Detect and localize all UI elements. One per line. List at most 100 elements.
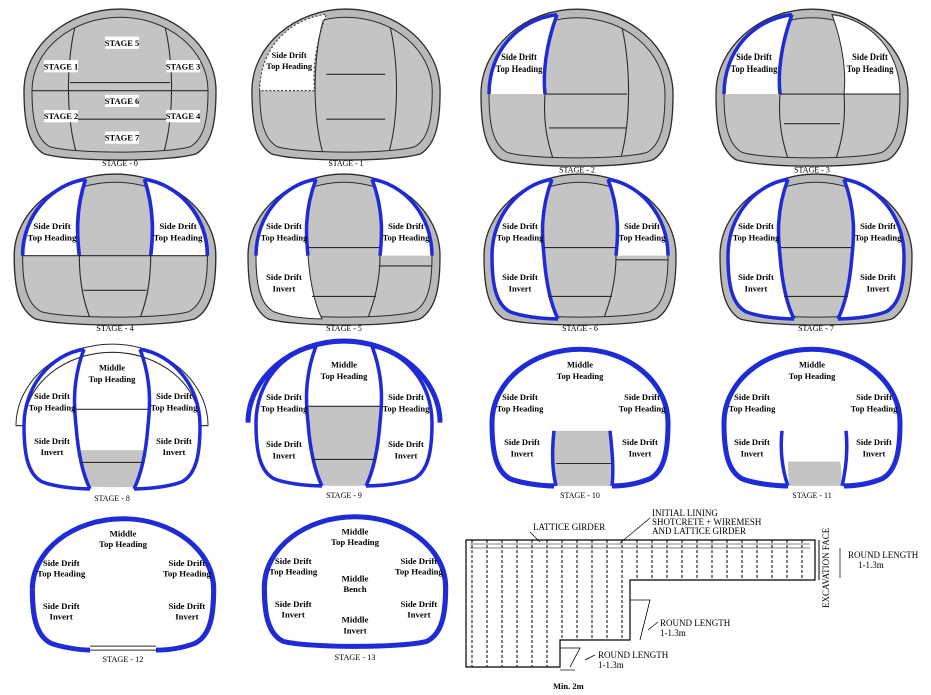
label-top-heading: Top Heading [331, 537, 380, 547]
label-side-drift: Side Drift [156, 436, 192, 446]
label-side-drift: Side Drift [736, 52, 772, 62]
stage-number-labels: STAGE 5 STAGE 1 STAGE 3 STAGE 6 STAGE 2 … [44, 36, 201, 144]
stage-13: Middle Top Heading Side Drift Top Headin… [261, 514, 449, 662]
label-top-heading: Top Heading [789, 371, 836, 381]
label-invert: Invert [273, 450, 296, 460]
caption-stage-11: STAGE - 11 [792, 491, 831, 500]
label-side-drift: Side Drift [275, 556, 312, 566]
label-side-drift: Side Drift [266, 272, 302, 282]
caption-stage-3: STAGE - 3 [794, 165, 830, 174]
label-top-heading: Top Heading [383, 403, 430, 413]
label-side-drift: Side Drift [33, 221, 70, 231]
label-side-drift: Side Drift [624, 392, 660, 402]
label-side-drift: Side Drift [275, 599, 312, 609]
stage-6: Side Drift Top Heading Side Drift Top He… [483, 173, 677, 333]
stage-1: Side Drift Top Heading STAGE - 1 [251, 8, 441, 168]
label-top-heading: Top Heading [619, 403, 666, 413]
label-side-drift: Side Drift [502, 392, 538, 402]
caption-stage-9: STAGE - 9 [326, 491, 362, 500]
label-side-drift: Side Drift [502, 272, 538, 282]
label-round-length-value: 1-1.3m [660, 628, 686, 638]
label-top-heading: Top Heading [154, 232, 204, 242]
label-middle: Middle [99, 363, 125, 373]
caption-stage-12: STAGE - 12 [103, 655, 144, 664]
label-round-length: ROUND LENGTH [848, 550, 919, 560]
label-side-drift: Side Drift [734, 437, 770, 447]
label-top-heading: Top Heading [89, 374, 136, 384]
label-invert: Invert [863, 448, 886, 458]
caption-stage-6: STAGE - 6 [562, 324, 598, 333]
label-lattice-girder: LATTICE GIRDER [533, 522, 605, 532]
label-bench: Bench [343, 584, 367, 594]
label-stage-3: STAGE 3 [166, 61, 201, 71]
label-side-drift: Side Drift [266, 439, 302, 449]
label-side-drift: Side Drift [502, 221, 538, 231]
label-top-heading: Top Heading [497, 232, 544, 242]
label-side-drift: Side Drift [856, 437, 892, 447]
label-side-drift: Side Drift [388, 221, 424, 231]
caption-stage-1: STAGE - 1 [328, 159, 363, 168]
label-lattice-girder-lining: AND LATTICE GIRDER [652, 526, 746, 536]
label-top-heading: Top Heading [497, 403, 544, 413]
label-invert: Invert [282, 610, 305, 620]
label-top-heading: Top Heading [731, 64, 778, 74]
stage-0: STAGE 5 STAGE 1 STAGE 3 STAGE 6 STAGE 2 … [23, 8, 217, 168]
label-side-drift: Side Drift [738, 221, 774, 231]
label-top-heading: Top Heading [847, 64, 894, 74]
label-side-drift: Side Drift [734, 392, 770, 402]
label-top-heading: Top Heading [37, 569, 86, 579]
label-side-drift: Side Drift [43, 558, 80, 568]
label-side-drift: Side Drift [388, 439, 424, 449]
caption-stage-5: STAGE - 5 [326, 324, 362, 333]
label-side-drift: Side Drift [266, 392, 302, 402]
label-side-drift: Side Drift [852, 52, 888, 62]
caption-stage-4: STAGE - 4 [96, 324, 134, 333]
label-side-drift: Side Drift [169, 601, 206, 611]
label-side-drift: Side Drift [622, 437, 658, 447]
label-invert: Invert [175, 612, 198, 622]
label-middle: Middle [342, 615, 369, 625]
label-side-drift: Side Drift [272, 50, 307, 60]
stage-11: Middle Top Heading Side Drift Top Headin… [721, 346, 903, 500]
label-stage-7: STAGE 7 [105, 133, 140, 143]
label-invert: Invert [395, 450, 418, 460]
label-middle: Middle [567, 360, 593, 370]
label-invert: Invert [407, 610, 430, 620]
label-stage-6: STAGE 6 [105, 96, 140, 106]
label-side-drift: Side Drift [401, 599, 438, 609]
label-stage-4: STAGE 4 [166, 111, 201, 121]
label-top-heading: Top Heading [29, 402, 76, 412]
label-top-heading: Top Heading [163, 569, 212, 579]
label-side-drift: Side Drift [266, 221, 302, 231]
caption-stage-2: STAGE - 2 [559, 165, 595, 174]
label-min-length: Min. 2m [553, 681, 584, 691]
label-stage-2: STAGE 2 [44, 111, 79, 121]
label-middle: Middle [342, 527, 369, 537]
label-side-drift: Side Drift [501, 52, 537, 62]
label-top-heading: Top Heading [733, 232, 780, 242]
label-side-drift: Side Drift [856, 392, 892, 402]
stage-3: Side Drift Top Heading Side Drift Top He… [715, 8, 909, 175]
label-side-drift: Side Drift [860, 272, 896, 282]
label-top-heading: Top Heading [496, 64, 543, 74]
stage-9: Middle Top Heading Side Drift Top Headin… [245, 338, 443, 500]
label-side-drift: Side Drift [860, 221, 896, 231]
detail-outline [465, 539, 816, 668]
stage-7: Side Drift Top Heading Side Drift Top He… [719, 173, 913, 333]
label-middle: Middle [342, 574, 369, 584]
label-side-drift: Side Drift [738, 272, 774, 282]
label-side-drift: Side Drift [624, 221, 660, 231]
label-invert: Invert [509, 283, 532, 293]
label-top-heading: Top Heading [266, 61, 312, 71]
label-side-drift: Side Drift [504, 437, 540, 447]
longitudinal-section-detail: LATTICE GIRDER INITIAL LINING SHOTCRETE … [465, 508, 919, 691]
label-top-heading: Top Heading [321, 371, 368, 381]
label-round-length-value: 1-1.3m [858, 560, 884, 570]
label-top-heading: Top Heading [28, 232, 78, 242]
label-side-drift: Side Drift [388, 392, 424, 402]
label-round-length: ROUND LENGTH [598, 650, 669, 660]
stage-4: Side Drift Top Heading Side Drift Top He… [13, 173, 217, 333]
label-invert: Invert [629, 448, 652, 458]
label-invert: Invert [741, 448, 764, 458]
